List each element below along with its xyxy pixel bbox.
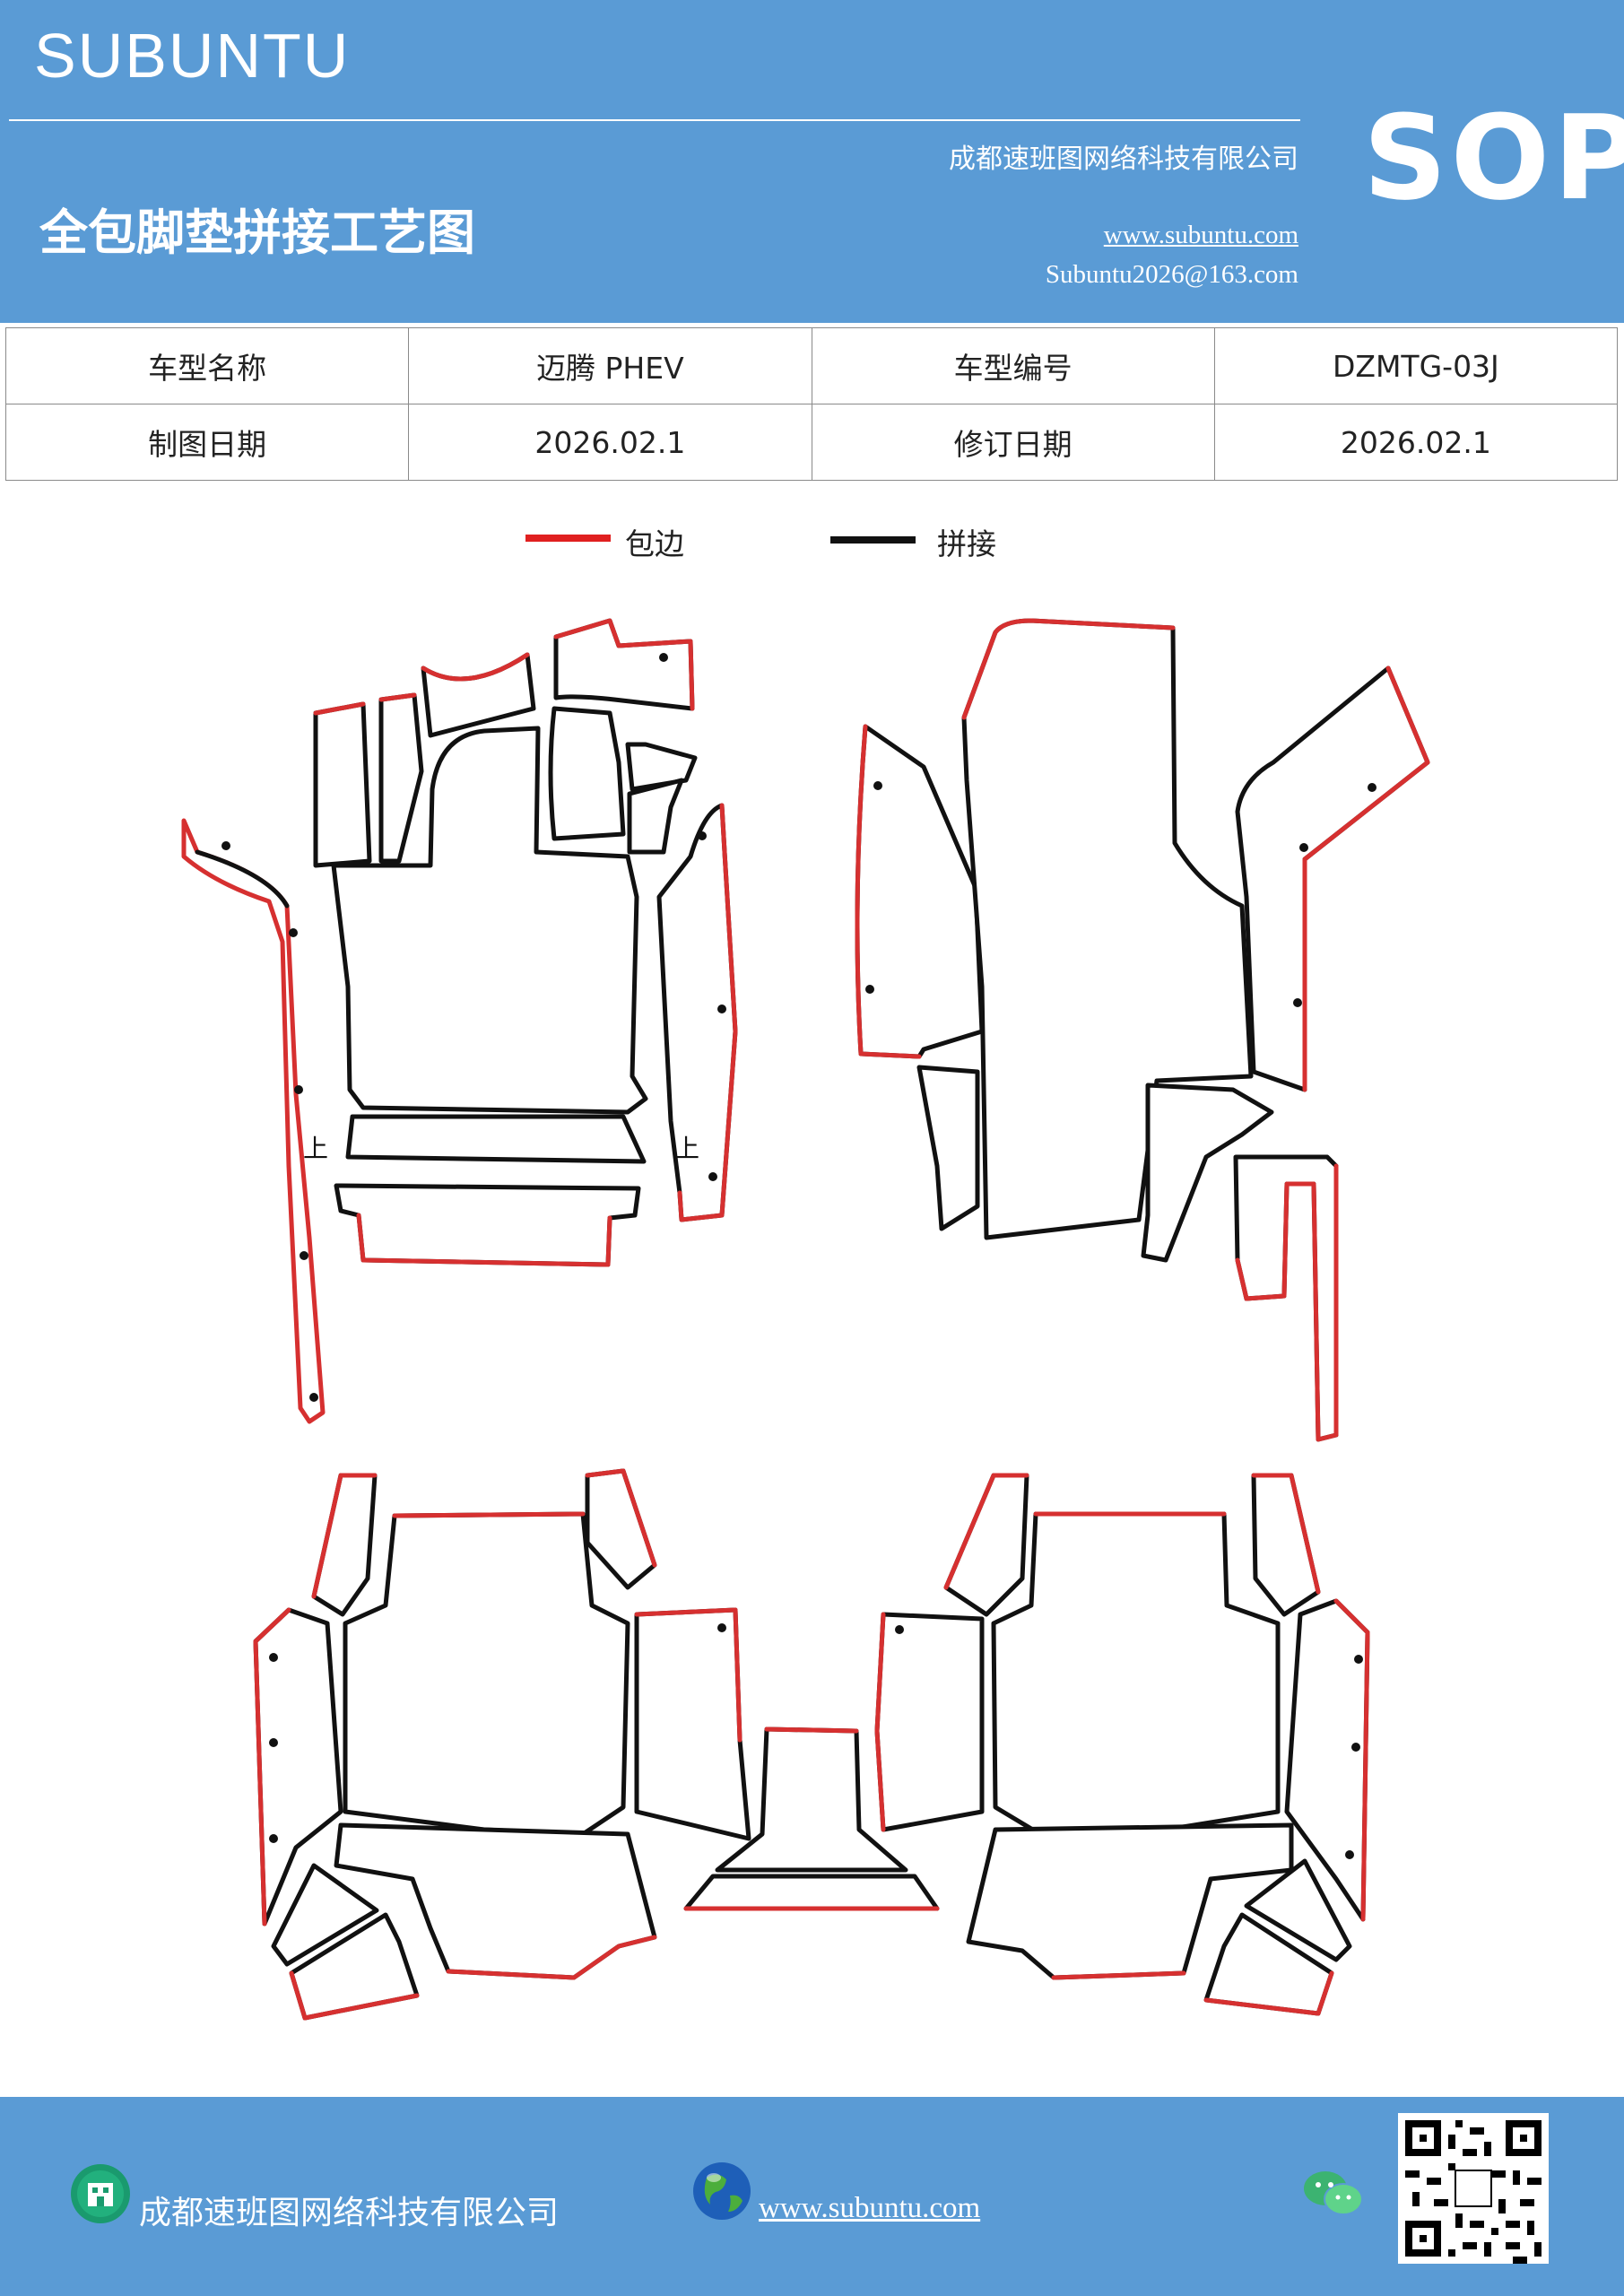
email-address: Subuntu2026@163.com [1045,260,1298,289]
table-cell: 修订日期 [811,404,1215,481]
footer-banner: 成都速班图网络科技有限公司 www.subuntu.com [0,2097,1624,2296]
mat-piece [874,1612,886,1832]
mat-piece [677,803,738,1222]
mat-piece [553,618,695,711]
mat-piece [378,692,424,864]
table-cell: 2026.02.1 [408,404,812,481]
mat-piece [311,1473,378,1617]
mat-piece [378,692,417,702]
mat-piece [961,618,1176,720]
company-name: 成都速班图网络科技有限公司 [949,144,1298,175]
mat-piece [1141,1083,1274,1263]
mat-piece [1302,665,1430,1092]
mat-piece [271,1863,379,1967]
orientation-mark: 上 [674,1134,699,1163]
legend-swatch-edge [525,535,611,542]
mat-piece [916,1065,980,1231]
mat-piece [764,1726,859,1734]
legend-label-edge: 包边 [625,526,684,561]
legend-swatch-seam [830,536,916,544]
mat-piece [253,1607,291,1926]
mat-piece [313,701,366,716]
mat-piece [311,1473,378,1599]
mat-piece [585,1468,657,1568]
mat-piece [553,618,695,711]
header-banner: SUBUNTU SOP 全包脚垫拼接工艺图 成都速班图网络科技有限公司 www.… [0,0,1624,323]
mat-piece [289,1970,420,2021]
mat-piece [634,1607,751,1841]
table-cell: 车型名称 [4,327,410,404]
table-row: 制图日期 2026.02.1 修订日期 2026.02.1 [4,404,1619,481]
table-cell: 2026.02.1 [1213,404,1619,481]
globe-icon [693,2162,751,2220]
mat-piece [683,1874,940,1911]
brand-name: SUBUNTU [34,21,351,91]
rear-left-mat-group [253,1468,751,2021]
table-cell: 迈腾 PHEV [408,327,812,404]
sop-label: SOP [1363,90,1624,226]
orientation-mark: 上 [303,1134,328,1163]
mat-piece [634,1607,743,1743]
mat-piece [181,818,326,1424]
header-divider [9,119,1300,121]
building-icon [71,2164,130,2223]
table-row: 车型名称 迈腾 PHEV 车型编号 DZMTG-03J [4,327,1619,404]
mat-piece [1251,1473,1321,1595]
mat-piece [343,1511,630,1837]
info-table: 车型名称 迈腾 PHEV 车型编号 DZMTG-03J 制图日期 2026.02… [4,327,1619,481]
mat-piece [313,701,372,868]
table-cell: 车型编号 [811,327,1215,404]
footer-company: 成都速班图网络科技有限公司 [139,2195,560,2231]
front-left-mat-group [181,618,738,1424]
mat-piece [446,1935,657,1980]
mat-piece [1235,1163,1339,1442]
mat-piece [874,1612,985,1832]
mat-piece [991,1511,1281,1837]
front-right-mat-group [855,618,1430,1442]
mat-piece [855,724,985,1059]
mat-piece [627,778,684,855]
mat-piece [1333,1598,1370,1922]
mat-piece [421,652,536,738]
mat-seam [195,849,290,909]
mat-piece [1203,1970,1334,2016]
center-hump-mat-group [683,1726,940,1911]
mat-piece [345,1114,647,1164]
mat-piece [421,652,530,682]
mat-piece [943,1473,1029,1590]
qr-code [1398,2113,1549,2264]
mat-piece [625,742,698,792]
mat-piece [334,1183,641,1267]
table-cell: 制图日期 [4,404,410,481]
mat-piece [331,726,648,1115]
mat-piece [855,724,922,1059]
website-link[interactable]: www.subuntu.com [1103,221,1298,249]
mat-piece [548,706,626,841]
mat-piece [1244,1858,1352,1962]
wechat-icon [1304,2171,1363,2215]
rear-right-mat-group [874,1473,1370,2016]
legend: 包边 拼接 [0,520,1624,574]
legend-label-seam: 拼接 [937,526,996,561]
table-cell: DZMTG-03J [1213,327,1619,404]
mat-piece [1235,665,1430,1092]
mat-piece [356,1213,612,1267]
page-title: 全包脚垫拼接工艺图 [39,204,475,261]
mat-piece [1051,1970,1186,1980]
mat-piece [392,1511,586,1518]
footer-website-link[interactable]: www.subuntu.com [759,2192,981,2224]
